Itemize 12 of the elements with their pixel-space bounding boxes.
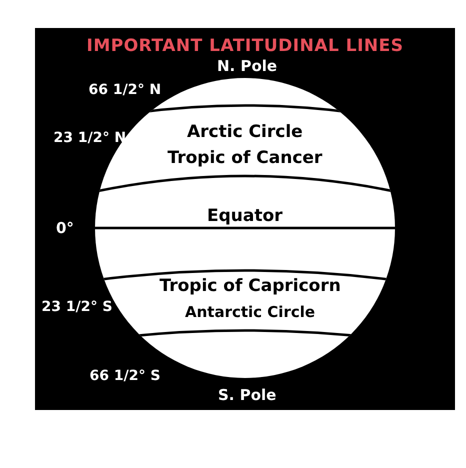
latitude-label: 23 1/2° S [42,300,112,314]
line-label: Arctic Circle [187,124,303,141]
line-label: Equator [207,208,283,225]
line-label: Tropic of Capricorn [160,278,341,295]
latitude-label: 66 1/2° N [88,83,162,97]
latitude-label: 66 1/2° S [90,369,160,383]
latitude-label: 0° [56,221,74,236]
line-label: Antarctic Circle [185,305,316,320]
pole-label: N. Pole [217,59,278,74]
title: IMPORTANT LATITUDINAL LINES [86,36,404,56]
line-label: Tropic of Cancer [168,150,322,167]
pole-label: S. Pole [218,388,276,403]
